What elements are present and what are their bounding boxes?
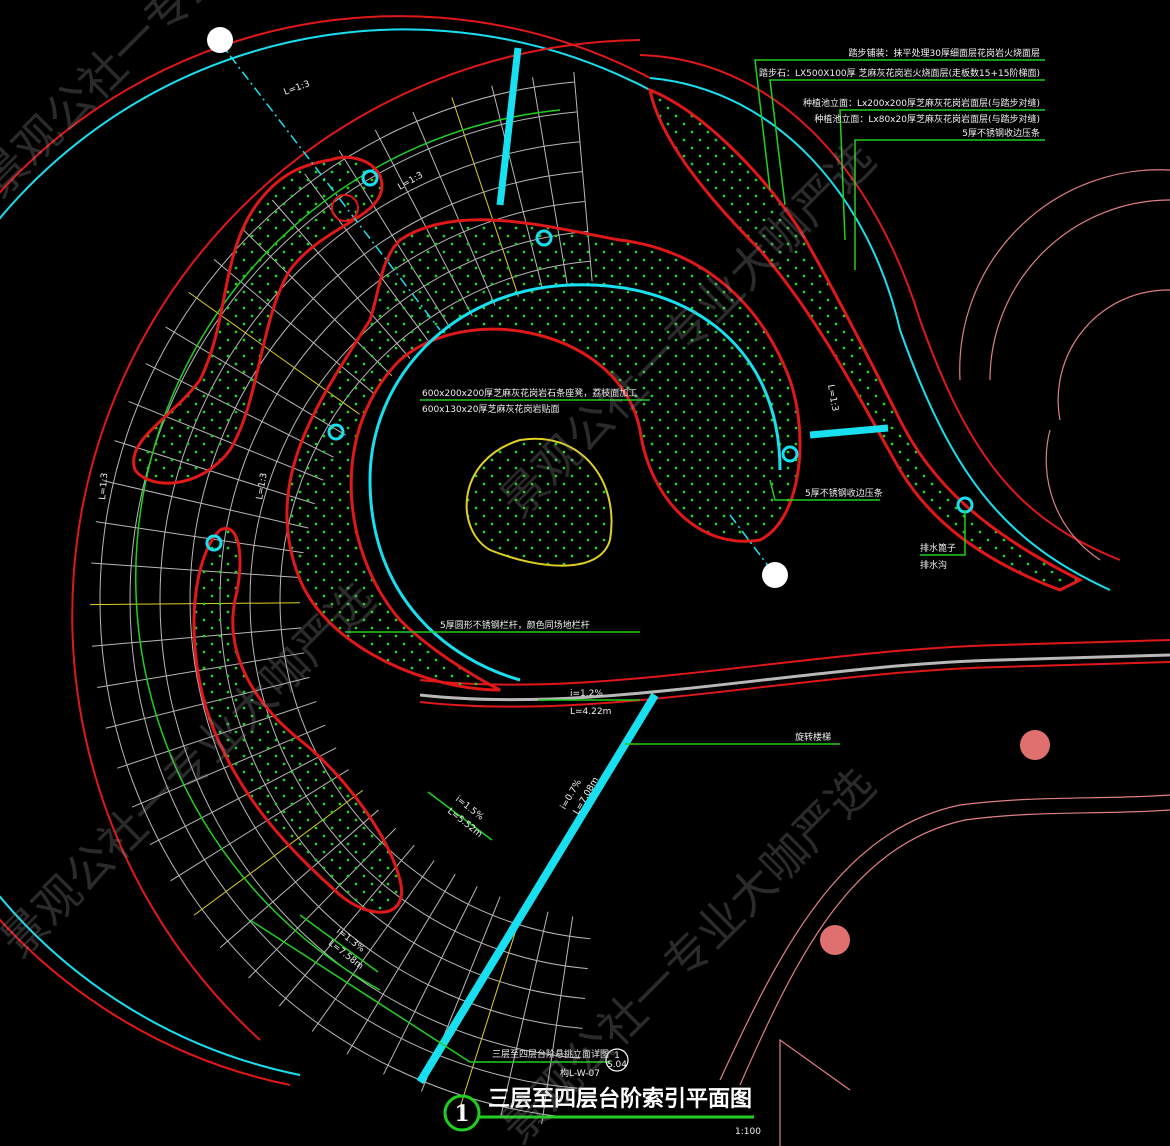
leader	[249, 919, 610, 1063]
arc-label: L=1:3	[283, 79, 312, 98]
path-edge-3	[419, 661, 1170, 708]
stair-note: 旋转楼梯	[795, 731, 831, 743]
pond	[465, 437, 613, 567]
grid-arc-line	[159, 141, 580, 1059]
wall-top	[496, 47, 522, 206]
wall-right	[809, 424, 889, 439]
section-marker-icon	[207, 27, 233, 53]
annotation: 种植池立面：Lx80x20厚芝麻灰花岗岩面层(与踏步对缝)	[814, 113, 1040, 125]
wall-diagonal	[416, 692, 659, 1085]
slope-i: i=1.2%	[570, 689, 603, 699]
right-red-edge	[639, 54, 1121, 561]
planter-top-left	[132, 155, 384, 485]
planter-right	[647, 87, 1084, 592]
section-callout-bottom: S.04	[607, 1060, 627, 1070]
section-marker-icon	[762, 562, 788, 588]
section-lines	[205, 27, 1050, 1085]
grid-radial-line	[91, 562, 301, 579]
stair-arc	[1057, 289, 1170, 421]
section-cut-line	[217, 39, 441, 331]
grid-arc-line	[189, 171, 583, 1029]
grid-radial-line	[103, 480, 309, 529]
path-edge	[419, 639, 1170, 686]
arc-label: L=1:3	[825, 384, 840, 412]
grid-radial-line	[541, 916, 574, 1125]
stair-arc	[1045, 429, 1101, 561]
grid-radial-line	[460, 905, 525, 1106]
path-edge-2	[419, 653, 1170, 702]
tree-marker-icon	[781, 445, 799, 463]
leader	[769, 479, 880, 501]
outer-red-arc-2	[71, 39, 641, 1041]
drain-note: 排水沟	[920, 559, 947, 571]
pink-dot	[1020, 730, 1050, 760]
grid-radial-line	[346, 874, 456, 1055]
leader-lines	[249, 59, 1045, 1132]
tree-marker-icon	[205, 534, 223, 552]
green-guide-arc	[135, 109, 561, 991]
drain-note: 排水篦子	[920, 542, 956, 554]
right-cyan-edge	[649, 77, 1111, 591]
annotation: 5厚不锈钢收边压条	[962, 127, 1040, 139]
section-callout-icon	[605, 1048, 629, 1072]
annotation: 踏步石：LX500X100厚 芝麻灰花岗岩火烧面层(走板数15+15阶梯面)	[759, 67, 1040, 79]
drawing-title: 三层至四层台阶索引平面图	[488, 1086, 752, 1112]
inner-cyan-ring	[368, 283, 782, 682]
wall-corner	[779, 1038, 851, 1146]
section-ref-code: 构L-W-07	[560, 1067, 600, 1079]
adjacent-structure	[719, 169, 1170, 1146]
leader	[427, 791, 493, 841]
outer-red-arc	[0, 15, 651, 1086]
planters	[132, 87, 1084, 914]
planter-bottom-left	[192, 526, 404, 914]
stair-arc	[959, 169, 1170, 381]
wall-curve	[719, 794, 1170, 1081]
leader	[854, 139, 1045, 270]
edge-strip-note: 5厚不锈钢收边压条	[805, 487, 883, 499]
outer-cyan-arc	[0, 28, 651, 1076]
bench-note: 600x200x200厚芝麻灰花岗岩石条座凳，荔枝面加工	[422, 387, 637, 399]
arc-label: L=1:3	[98, 472, 110, 500]
leader	[299, 914, 379, 973]
drawing-scale: 1:100	[735, 1127, 761, 1137]
grid-radial-line	[500, 911, 549, 1117]
outer-boundary	[0, 15, 1170, 1086]
annotation: 种植池立面：Lx200x200厚芝麻灰花岗岩面层(与踏步对缝)	[803, 97, 1040, 109]
tree-marker-icon	[327, 423, 345, 441]
arc-label: L=1:3	[255, 472, 270, 500]
section-callout-top: 1	[614, 1051, 620, 1061]
wall-curve	[739, 809, 1170, 1086]
planter-main-ring	[285, 218, 802, 692]
slope-L: L=4.22m	[570, 707, 611, 717]
tree-marker-icon	[535, 229, 553, 247]
railing-note: 5厚圆形不锈钢栏杆，颜色同场地栏杆	[440, 619, 590, 631]
leader	[920, 510, 966, 556]
grid-radial-line	[95, 521, 304, 554]
section-ref-note: 三层至四层台阶悬挑立面详图	[492, 1048, 609, 1060]
bench-note: 600x130x20厚芝麻灰花岗岩贴面	[422, 403, 559, 415]
title-number-circle	[443, 1094, 481, 1132]
grid-radial-line	[311, 860, 435, 1032]
leader	[839, 109, 1045, 241]
pink-dot	[820, 925, 850, 955]
stair-arc	[989, 199, 1170, 381]
tree-marker-icon	[361, 169, 379, 187]
grid-radial-line	[383, 886, 478, 1075]
arc-label: L=1:3	[397, 170, 425, 192]
leader	[754, 59, 1045, 191]
red-marker	[331, 194, 359, 222]
drawing-number: 1	[454, 1101, 469, 1127]
annotation: 踏步铺装：抹平处理30厚细面层花岗岩火烧面层	[849, 47, 1040, 59]
leader	[769, 79, 1045, 206]
